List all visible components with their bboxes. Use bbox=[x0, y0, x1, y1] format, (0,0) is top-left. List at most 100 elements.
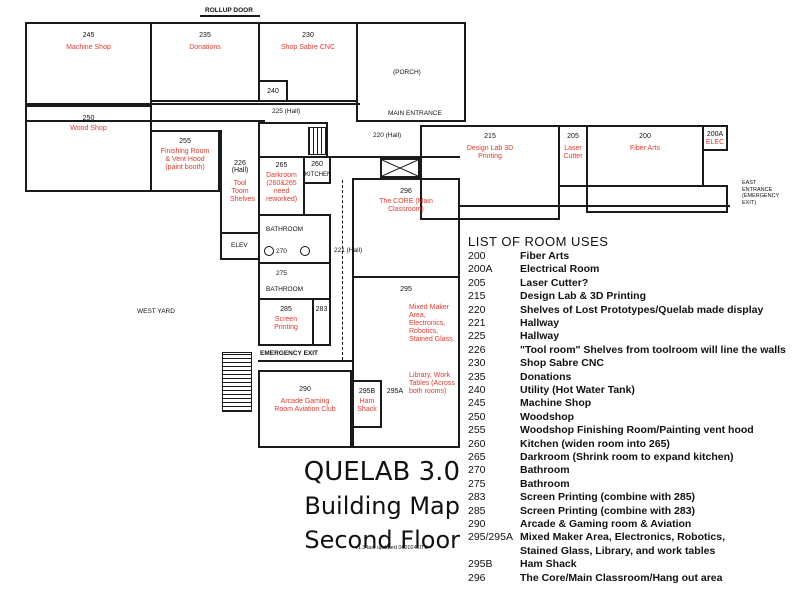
legend-room-code: 205 bbox=[468, 276, 486, 289]
wall bbox=[25, 120, 265, 122]
legend-room-code: 290 bbox=[468, 518, 486, 530]
legend-room-use: The Core/Main Classroom/Hang out area bbox=[520, 571, 723, 584]
room-number: 290 bbox=[299, 386, 311, 393]
room-number: 255 bbox=[179, 138, 191, 145]
wall bbox=[258, 360, 353, 362]
room-number: 295B bbox=[358, 388, 376, 395]
room-290: 290 Arcade Gaming Room Aviation Club bbox=[258, 370, 352, 448]
room-number: 285 bbox=[280, 306, 292, 313]
legend-room-code: 230 bbox=[468, 357, 486, 370]
room-283: 283 bbox=[312, 298, 331, 346]
legend-row: 290 Arcade & Gaming room & Aviation bbox=[468, 518, 691, 530]
room-name: Finishing Room & Vent Hood (paint booth) bbox=[160, 148, 210, 171]
main-entrance-label: MAIN ENTRANCE bbox=[388, 110, 442, 117]
toilet-icon bbox=[264, 246, 274, 256]
legend-room-use: Shop Sabre CNC bbox=[520, 357, 605, 370]
stairs-icon bbox=[308, 127, 326, 155]
legend-room-code: 285 bbox=[468, 504, 486, 517]
room-200: 200 Fiber Arts bbox=[586, 125, 704, 187]
room-name: Laser Cutter bbox=[563, 145, 583, 160]
legend-room-code: 283 bbox=[468, 491, 486, 504]
room-235: 235 Donations bbox=[150, 22, 260, 102]
room-number: 230 bbox=[302, 32, 314, 39]
legend-room-code: 295B bbox=[468, 558, 493, 571]
legend-room-code: 275 bbox=[468, 477, 486, 490]
emergency-exit-label: EMERGENCY EXIT bbox=[260, 350, 319, 357]
room-name: Tool Toom Shelves bbox=[230, 180, 255, 203]
legend-row: 230 Shop Sabre CNC bbox=[468, 357, 604, 369]
room-number: 296 bbox=[400, 188, 412, 195]
porch-label: (PORCH) bbox=[393, 69, 421, 76]
wall bbox=[330, 156, 460, 158]
room-260: 260 KITCHEN bbox=[303, 156, 331, 184]
legend-row: 295B Ham Shack bbox=[468, 558, 577, 570]
legend-room-code: 260 bbox=[468, 437, 486, 450]
legend-room-use: Fiber Arts bbox=[520, 250, 570, 262]
legend-room-use: Electrical Room bbox=[520, 263, 600, 276]
hall-path-line bbox=[342, 180, 343, 360]
room-number: 200 bbox=[639, 133, 651, 140]
legend-room-code: 220 bbox=[468, 303, 486, 316]
legend-row: 270 Bathroom bbox=[468, 464, 570, 476]
room-name: Darkroom (260&265 need reworked) bbox=[266, 172, 298, 203]
bathroom-label: BATHROOM bbox=[266, 226, 304, 233]
legend-room-use: Machine Shop bbox=[520, 397, 592, 410]
legend-room-code: 221 bbox=[468, 317, 486, 329]
legend-room-use: Arcade & Gaming room & Aviation bbox=[520, 518, 692, 530]
room-205: 205 Laser Cutter bbox=[558, 125, 588, 187]
room-number: 250 bbox=[82, 115, 95, 122]
room-number: 235 bbox=[199, 32, 211, 39]
map-title: QUELAB 3.0 Building Map Second Floor bbox=[255, 455, 460, 557]
hall-225-label: 225 (Hall) bbox=[272, 108, 301, 115]
legend-room-code: 215 bbox=[468, 290, 486, 303]
legend-row: 245 Machine Shop bbox=[468, 397, 591, 409]
room-number: 275 bbox=[276, 270, 287, 277]
legend-room-code: 200A bbox=[468, 263, 493, 276]
legend-title: LIST OF ROOM USES bbox=[468, 234, 609, 249]
room-number: 226 (Hall) bbox=[231, 160, 249, 174]
room-200a: 200A ELEC bbox=[702, 125, 728, 151]
legend-room-use: Ham Shack bbox=[520, 558, 577, 571]
room-number: 200A bbox=[706, 131, 724, 138]
legend-room-use: Screen Printing (combine with 283) bbox=[520, 504, 696, 517]
legend-room-code: 245 bbox=[468, 397, 486, 410]
title-line-3: Second Floor bbox=[304, 526, 460, 554]
room-265: 265 Darkroom (260&265 need reworked) bbox=[258, 156, 305, 216]
legend-room-code: 295/295A bbox=[468, 531, 513, 544]
legend-room-code: 226 bbox=[468, 343, 486, 356]
legend-room-use: Woodshop Finishing Room/Painting vent ho… bbox=[520, 424, 754, 437]
legend-row: Stained Glass, Library, and work tables bbox=[468, 545, 715, 557]
room-245: 245 Machine Shop bbox=[25, 22, 152, 105]
legend-room-code: 270 bbox=[468, 464, 486, 477]
legend-room-use: Mixed Maker Area, Electronics, Robotics, bbox=[520, 531, 726, 544]
legend-room-code: 265 bbox=[468, 451, 486, 463]
legend-room-use: Utility (Hot Water Tank) bbox=[520, 384, 635, 396]
room-240: 240 bbox=[258, 80, 288, 102]
legend-row: 275 Bathroom bbox=[468, 478, 570, 490]
legend-room-use: Bathroom bbox=[520, 464, 570, 477]
legend-room-use: Laser Cutter? bbox=[520, 276, 589, 289]
legend-room-code: 250 bbox=[468, 410, 486, 423]
sink-icon bbox=[300, 246, 310, 256]
legend-row: 295/295A Mixed Maker Area, Electronics, R… bbox=[468, 531, 725, 543]
x-mark-icon bbox=[382, 160, 418, 176]
room-250: 250 Wood Shop bbox=[25, 105, 152, 192]
porch: (PORCH) bbox=[356, 22, 466, 122]
legend-room-use: Darkroom (Shrink room to expand kitchen) bbox=[520, 451, 734, 463]
wall bbox=[25, 103, 360, 105]
room-270: BATHROOM 270 bbox=[258, 214, 331, 264]
legend-room-use: Shelves of Lost Prototypes/Quelab made d… bbox=[520, 303, 764, 316]
room-name: ELEC bbox=[705, 139, 725, 146]
legend-room-use: Bathroom bbox=[520, 477, 570, 490]
wall bbox=[460, 205, 730, 207]
legend-room-use: Woodshop bbox=[520, 410, 575, 423]
legend-room-use: Hallway bbox=[520, 317, 560, 329]
room-number: 205 bbox=[567, 133, 579, 140]
